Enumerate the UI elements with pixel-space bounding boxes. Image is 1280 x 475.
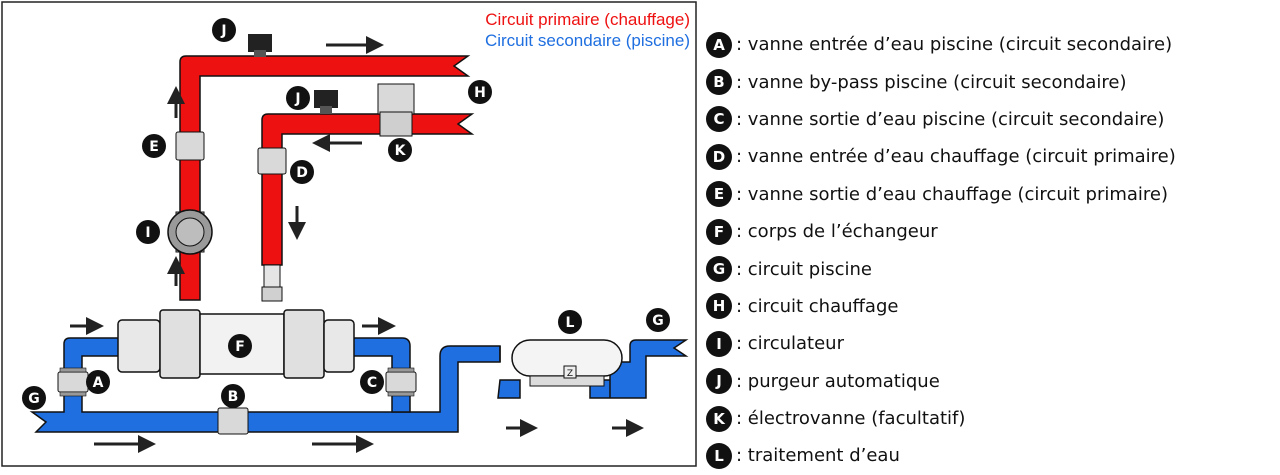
legend-text: : circulateur <box>736 333 844 355</box>
legend-letter-badge: D <box>706 143 732 170</box>
svg-text:D: D <box>296 165 308 181</box>
diagram-frame <box>1 1 697 467</box>
svg-text:G: G <box>652 313 664 329</box>
legend-item: J: purgeur automatique <box>706 363 1276 400</box>
legend-letter-badge: H <box>706 293 732 320</box>
badge-g-left: G <box>22 386 46 410</box>
legend-text: : purgeur automatique <box>736 370 940 392</box>
legend-letter-badge: B <box>706 69 732 96</box>
badge-c: C <box>360 370 384 394</box>
treatment-mark: Z <box>567 369 573 379</box>
svg-text:H: H <box>474 85 486 101</box>
exchanger-installation-diagram: Circuit primaire (chauffage) Circuit sec… <box>1 1 697 467</box>
svg-text:B: B <box>228 389 239 405</box>
badge-g-right: G <box>646 308 670 332</box>
badge-f: F <box>228 334 252 358</box>
diagram-badges: A B C D E F G G H I J J K L <box>22 18 670 410</box>
svg-text:C: C <box>367 375 377 391</box>
legend-letter-badge: K <box>706 405 732 432</box>
legend-letter-badge: A <box>706 31 732 58</box>
air-bleeder-upper <box>248 34 272 57</box>
badge-l: L <box>558 310 582 334</box>
valve-c <box>385 367 417 397</box>
legend-text: : vanne entrée d’eau chauffage (circuit … <box>736 146 1176 168</box>
primary-circuit <box>179 55 475 301</box>
solenoid-valve <box>377 83 415 137</box>
legend-item: C: vanne sortie d’eau piscine (circuit s… <box>706 101 1276 138</box>
legend-letter-badge: L <box>706 442 732 469</box>
badge-j-lower: J <box>286 86 310 110</box>
legend-item: G: circuit piscine <box>706 250 1276 287</box>
legend-letter-badge: I <box>706 330 732 357</box>
primary-return-pipe <box>261 113 475 266</box>
pool-return-pipe <box>497 339 689 399</box>
flow-arrows <box>70 36 644 453</box>
primary-circuit-title: Circuit primaire (chauffage) <box>485 10 690 29</box>
legend-text: : circuit piscine <box>736 258 872 280</box>
legend-letter-badge: F <box>706 218 732 245</box>
legend-letter-badge: J <box>706 368 732 395</box>
svg-text:J: J <box>294 91 300 107</box>
svg-text:I: I <box>145 225 150 241</box>
badge-j-upper: J <box>212 18 236 42</box>
air-bleeder-lower <box>314 90 338 114</box>
badge-i: I <box>136 220 160 244</box>
valve-b <box>217 407 249 435</box>
legend-item: E: vanne sortie d’eau chauffage (circuit… <box>706 176 1276 213</box>
legend-letter-badge: C <box>706 106 732 133</box>
badge-b: B <box>221 384 245 408</box>
badge-k: K <box>388 138 412 162</box>
badge-h: H <box>468 80 492 104</box>
legend-letter-badge: E <box>706 181 732 208</box>
legend: A: vanne entrée d’eau piscine (circuit s… <box>706 26 1276 475</box>
legend-item: K: électrovanne (facultatif) <box>706 400 1276 437</box>
legend-item: A: vanne entrée d’eau piscine (circuit s… <box>706 26 1276 63</box>
primary-outgoing-pipe <box>179 55 471 301</box>
badge-d: D <box>290 160 314 184</box>
svg-text:G: G <box>28 391 40 407</box>
legend-text: : vanne sortie d’eau piscine (circuit se… <box>736 108 1165 130</box>
valve-e <box>175 131 205 161</box>
legend-text: : corps de l’échangeur <box>736 221 938 243</box>
valve-d <box>257 147 287 175</box>
legend-item: D: vanne entrée d’eau chauffage (circuit… <box>706 138 1276 175</box>
badge-a: A <box>86 370 110 394</box>
legend-item: F: corps de l’échangeur <box>706 213 1276 250</box>
svg-text:A: A <box>93 375 104 391</box>
circulator-pump <box>167 209 213 255</box>
legend-item: H: circuit chauffage <box>706 288 1276 325</box>
svg-text:J: J <box>220 23 226 39</box>
legend-item: B: vanne by-pass piscine (circuit second… <box>706 63 1276 100</box>
legend-text: : vanne by-pass piscine (circuit seconda… <box>736 71 1127 93</box>
svg-text:E: E <box>149 139 159 155</box>
legend-text: : vanne sortie d’eau chauffage (circuit … <box>736 183 1169 205</box>
legend-letter-badge: G <box>706 256 732 283</box>
legend-text: : électrovanne (facultatif) <box>736 408 966 430</box>
legend-text: : traitement d’eau <box>736 445 900 467</box>
legend-text: : vanne entrée d’eau piscine (circuit se… <box>736 34 1173 56</box>
exchanger-inlet-fitting <box>261 264 283 302</box>
legend-item: L: traitement d’eau <box>706 437 1276 474</box>
secondary-circuit-title: Circuit secondaire (piscine) <box>485 31 690 50</box>
legend-text: : circuit chauffage <box>736 295 899 317</box>
valve-a <box>57 367 89 397</box>
svg-text:F: F <box>235 339 245 355</box>
legend-item: I: circulateur <box>706 325 1276 362</box>
svg-text:L: L <box>566 315 575 331</box>
badge-e: E <box>142 134 166 158</box>
water-treatment-unit: Z <box>511 339 623 387</box>
svg-text:K: K <box>395 143 407 159</box>
